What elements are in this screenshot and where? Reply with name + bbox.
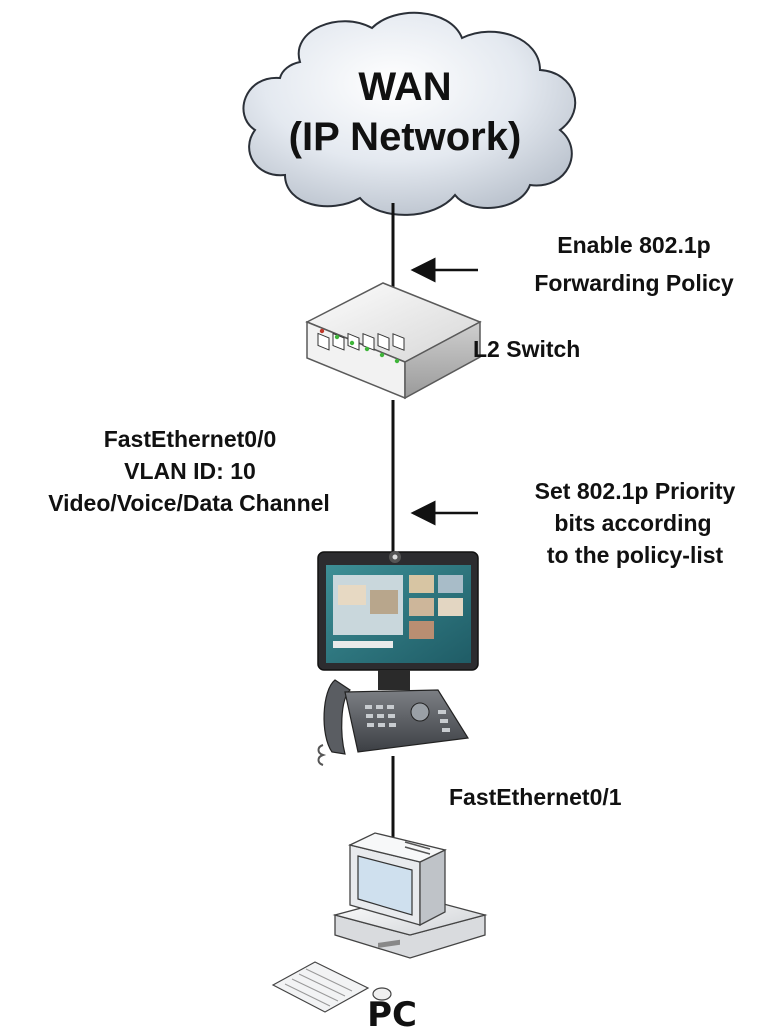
port-0-0-label: FastEthernet0/0 [104,426,277,452]
forwarding-policy-line2: Forwarding Policy [534,270,734,296]
video-phone-icon [317,551,479,766]
switch-label: L2 Switch [473,336,580,362]
priority-bits-line1: Set 802.1p Priority [535,478,736,504]
channel-label: Video/Voice/Data Channel [48,490,330,516]
vlan-id-label: VLAN ID: 10 [124,458,256,484]
cloud-title: WAN [358,65,451,109]
priority-bits-note: Set 802.1p Priority bits according to th… [535,478,736,568]
forwarding-policy-note: Enable 802.1p Forwarding Policy [534,232,734,296]
fastethernet-0-0-labels: FastEthernet0/0 VLAN ID: 10 Video/Voice/… [48,426,330,516]
forwarding-policy-line1: Enable 802.1p [557,232,710,258]
pc-icon [271,832,488,1013]
pc-label: PC [367,995,417,1030]
priority-bits-line2: bits according [554,510,711,536]
cloud-subtitle: (IP Network) [289,115,522,159]
l2-switch-icon [305,282,482,400]
port-0-1-label: FastEthernet0/1 [449,784,622,810]
switch-leds [319,328,400,364]
priority-bits-line3: to the policy-list [547,542,724,568]
wan-cloud-icon: WAN (IP Network) [242,11,577,216]
